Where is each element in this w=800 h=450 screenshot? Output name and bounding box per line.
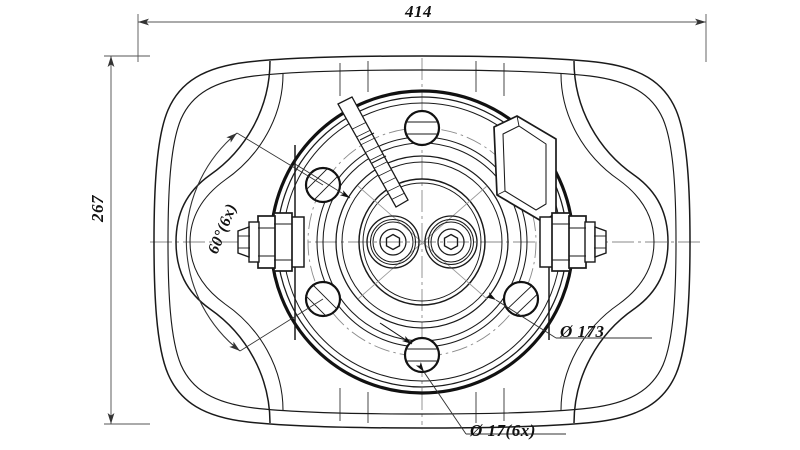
dimension-label-bolt-hole: Ø 17(6x) xyxy=(470,421,536,440)
angle-leg-lower xyxy=(239,298,324,352)
angle-leg-upper xyxy=(236,132,324,186)
leader-bolt-circle xyxy=(485,292,652,339)
boss-outer xyxy=(493,115,557,223)
bore-right-outer xyxy=(424,215,478,269)
fitting-left-collar xyxy=(248,221,260,263)
center-bore-left xyxy=(366,215,420,269)
bolt-hole-bottom-hatch xyxy=(405,348,439,362)
leader-line-17 xyxy=(415,362,467,435)
fitting-right-collar xyxy=(584,221,596,263)
wing-waist-right-lower xyxy=(573,241,669,424)
dimension-label-height: 267 xyxy=(88,195,107,222)
hub-ring-3 xyxy=(335,155,509,329)
bolt-hole-bottom-circle xyxy=(403,336,441,374)
slot-outline xyxy=(337,96,409,208)
fitting-right-hexnut-b xyxy=(568,215,587,269)
center-bore-right xyxy=(424,215,478,269)
bolt-hole-bottom xyxy=(403,336,441,374)
pointer-to-bottom-hole xyxy=(379,322,413,345)
angle-pointer-upper xyxy=(294,163,351,199)
housing-inner-contour xyxy=(167,69,677,415)
bolt-hole-top-circle xyxy=(403,109,441,147)
bolt-hole-lower-left-hatch xyxy=(305,282,339,316)
wing-waist-left-upper xyxy=(175,60,271,243)
bore-left-ring-1 xyxy=(370,219,416,265)
hub-diagonal-b xyxy=(357,185,488,300)
angle-arc xyxy=(185,132,241,352)
slot-divider-1 xyxy=(359,132,375,141)
dimension-overall-height xyxy=(104,55,150,425)
housing-rib-lines xyxy=(339,61,505,423)
boss-edge-b xyxy=(516,115,520,127)
wing-waist-right-lower-inner xyxy=(560,241,655,411)
wing-waist-right-upper xyxy=(573,60,669,243)
dimension-label-width: 414 xyxy=(405,2,432,21)
boss-edge-a xyxy=(496,190,506,196)
hub-face-outer xyxy=(358,178,486,306)
housing-inner-contour-group xyxy=(167,69,677,415)
hub-construction-lines xyxy=(357,185,488,300)
bolt-hole-top-hatch xyxy=(405,121,439,135)
upper-right-boss xyxy=(493,115,557,223)
slot-divider-2 xyxy=(371,155,387,164)
outer-housing-body xyxy=(153,55,691,429)
wing-waist-right-upper-inner xyxy=(560,73,655,243)
port-fitting-left xyxy=(237,212,305,272)
fitting-left-hexnut-b xyxy=(257,215,276,269)
bore-right-ring-2 xyxy=(430,221,472,263)
port-fitting-right xyxy=(539,212,607,272)
leader-bolt-hole xyxy=(415,362,566,435)
bore-right-inner xyxy=(437,228,465,256)
bolt-hole-top xyxy=(403,109,441,147)
housing-outer-contour xyxy=(153,55,691,429)
bolt-hole-pointer xyxy=(379,322,413,345)
dimension-label-bolt-circle: Ø 173 xyxy=(560,322,605,341)
bore-left-hex xyxy=(385,233,401,251)
fitting-right-hexnut-a xyxy=(551,212,571,272)
dimension-overall-width xyxy=(137,14,707,62)
fitting-right-thread-lines xyxy=(552,223,606,261)
bore-left-ring-2 xyxy=(372,221,414,263)
bore-left-outer xyxy=(366,215,420,269)
fitting-left-thread-lines xyxy=(238,223,292,261)
hub-ring-4 xyxy=(341,161,503,323)
dimension-bolt-angle xyxy=(185,132,351,352)
bore-right-hex xyxy=(443,233,459,251)
hub-face-inner xyxy=(362,182,482,302)
bore-right-ring-1 xyxy=(428,219,474,265)
fitting-left-tip xyxy=(237,226,250,258)
bore-left-inner xyxy=(379,228,407,256)
bolt-hole-upper-left-hatch xyxy=(305,167,339,201)
fitting-right-tip xyxy=(594,226,607,258)
wing-waist-left-lower xyxy=(175,241,271,424)
leader-line-173 xyxy=(485,292,557,339)
fitting-left-hexnut-a xyxy=(273,212,293,272)
wing-waist-contours xyxy=(175,60,669,424)
